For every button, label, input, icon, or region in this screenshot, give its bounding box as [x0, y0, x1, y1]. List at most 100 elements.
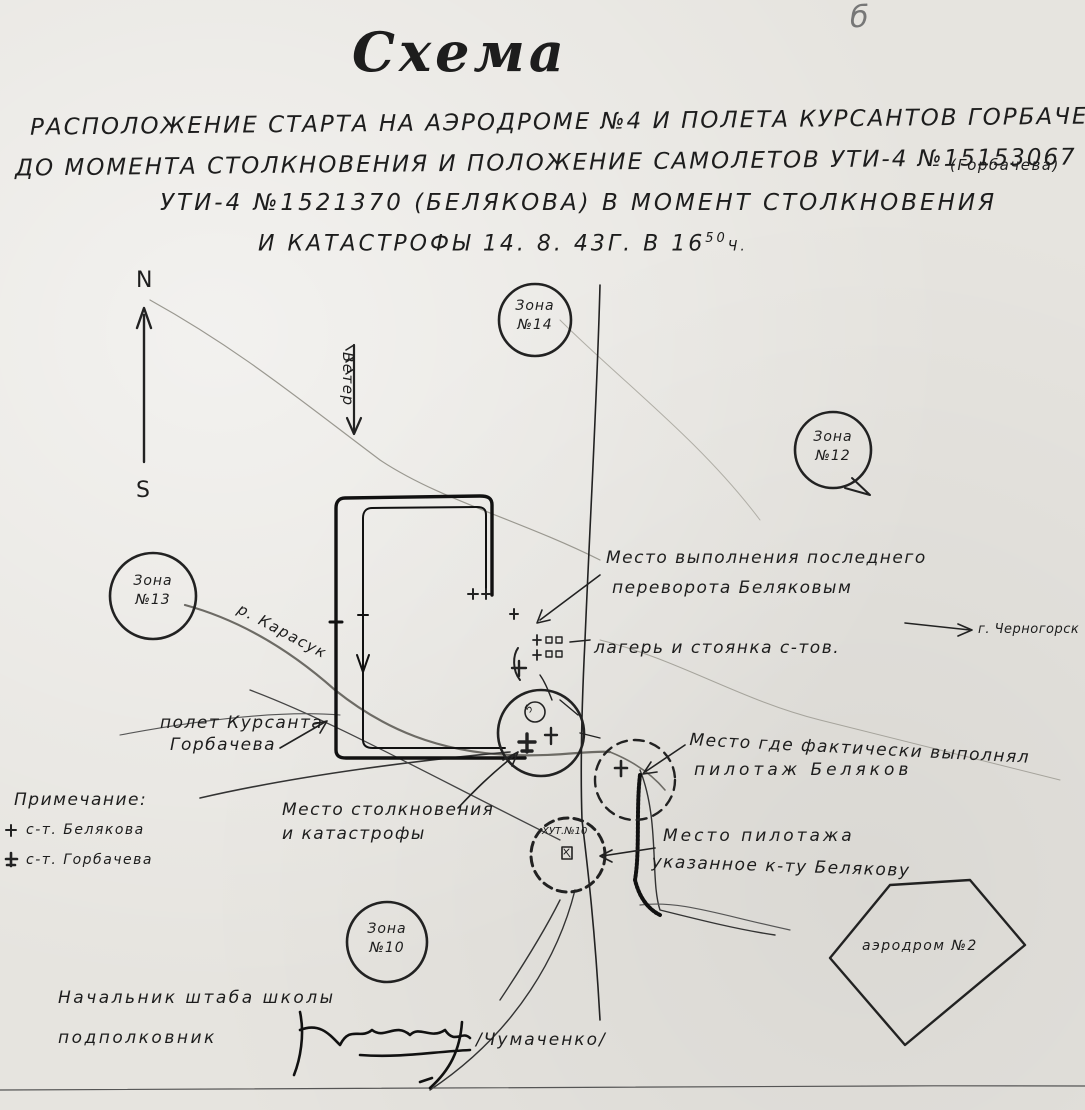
chernogorsk-arrowhead [957, 623, 973, 637]
collision-label-1: Место столкновения [282, 800, 495, 820]
river-karasuk [609, 751, 666, 791]
flight-label-2: Горбачева [170, 735, 277, 755]
camp-label: лагерь и стоянка с-тов. [594, 638, 841, 658]
leader-head [502, 751, 519, 767]
wind-feather [345, 344, 355, 375]
flight-label-1: полет Курсанта [160, 713, 324, 733]
road-line [199, 751, 511, 799]
signature-name: /Чумаченко/ [476, 1030, 607, 1050]
legend-belyakov: с-т. Белякова [26, 822, 145, 838]
zone-tail [844, 477, 871, 496]
faint-track [599, 639, 1061, 781]
zone-number: №14 [517, 317, 553, 333]
fold-line [0, 1085, 1085, 1091]
compass-north-label: N [136, 268, 154, 293]
zone-12-label: Зона №12 [798, 428, 868, 466]
leader-head [313, 720, 328, 734]
camp-building [555, 650, 563, 658]
legend-title: Примечание: [14, 790, 148, 810]
signature-title-line-2: подполковник [58, 1028, 217, 1048]
leader-camp-arrow [559, 699, 579, 716]
leader-head [536, 609, 551, 624]
start-marks [467, 588, 491, 600]
zone-number: №13 [135, 592, 171, 608]
chernogorsk-label: г. Черногорск [978, 622, 1080, 637]
leader-collision [457, 754, 516, 809]
last-turn-label-2: переворота Беляковым [612, 578, 853, 598]
zone-14-label: Зона №14 [500, 297, 570, 335]
start-marks [509, 608, 519, 620]
chernogorsk-arrow [904, 622, 971, 631]
flight-track-gorbachev [334, 494, 527, 760]
zone-label: Зона [813, 429, 853, 445]
farm-building [561, 846, 573, 860]
actual-aerobatics-circle [593, 738, 677, 822]
road-line [429, 889, 576, 1091]
subtitle-line-2-note: (Горбачева) [950, 156, 1060, 174]
zone-10-circle [345, 900, 429, 984]
plane-belyakov-symbol [510, 659, 528, 678]
road-line [119, 713, 341, 736]
subtitle-time-minutes: 50 [705, 231, 728, 246]
compass-arrowhead [135, 306, 153, 330]
subtitle-time-unit: ч. [727, 238, 748, 255]
ordered-aerobatics-label-1: Место пилотажа [663, 826, 855, 846]
collision-inner-ring [524, 701, 546, 723]
road-line [639, 769, 776, 936]
legend-gorbachev: с-т. Горбачева [26, 852, 153, 868]
flight-track-belyakov [513, 647, 521, 681]
start-marks [532, 634, 542, 661]
leader-head [599, 849, 613, 863]
actual-aerobatics-label-2: пилотаж Беляков [694, 760, 913, 780]
zone-label: Зона [367, 921, 407, 937]
leader-actual-2 [579, 732, 601, 739]
camp-building [545, 636, 553, 644]
leader-actual [644, 744, 686, 773]
farm-hatch [563, 848, 571, 858]
road-line [499, 899, 561, 1001]
river-karasuk [183, 603, 612, 757]
plane-belyakov-symbol [543, 726, 559, 746]
leader-camp [569, 639, 591, 643]
plane-belyakov-symbol [613, 759, 629, 778]
arrowhead [356, 654, 370, 673]
road-line [580, 284, 601, 821]
legend-mark-gorbachev [4, 851, 19, 868]
road-line [581, 819, 601, 1021]
page-title: Схема [352, 20, 568, 84]
zone-13-circle [108, 551, 198, 641]
zone-13-label: Зона №13 [118, 572, 188, 610]
zone-number: №10 [369, 940, 405, 956]
camp-building [555, 636, 563, 644]
road-line [639, 903, 791, 931]
faint-track [559, 319, 761, 521]
flight-track-gorbachev [362, 506, 506, 749]
farm-label: ХУТ.№10 [542, 826, 588, 837]
camp-building [545, 650, 553, 658]
plane-gorbachev-symbol [517, 732, 537, 754]
leader-head [642, 761, 658, 775]
wind-arrowhead [345, 416, 363, 436]
subtitle-line-3: УТИ-4 №1521370 (Белякова) в момент столк… [160, 190, 998, 216]
legend-mark-belyakov [5, 824, 17, 837]
road-line [249, 689, 561, 841]
zone-label: Зона [133, 573, 173, 589]
airfield-2-polygon [828, 878, 1027, 1047]
zone-14-circle [497, 282, 573, 358]
subtitle-line-4: и катастрофы 14. 8. 43г. в 1650ч. [258, 231, 748, 256]
leader-last-turn [539, 574, 601, 621]
wind-label: Ветер [339, 352, 357, 407]
airfield-2-label: аэродром №2 [862, 938, 978, 954]
faint-track [149, 299, 601, 561]
collision-circle [496, 688, 586, 778]
signature-scribble [292, 1010, 472, 1090]
corner-mark: б [850, 0, 870, 35]
leader-ordered [601, 847, 656, 857]
signature-title-line-1: Начальник штаба школы [58, 988, 336, 1008]
compass-south-label: S [136, 478, 151, 503]
last-turn-label-1: Место выполнения последнего [606, 548, 927, 568]
collision-label-2: и катастрофы [282, 824, 426, 844]
ravine [633, 773, 662, 917]
